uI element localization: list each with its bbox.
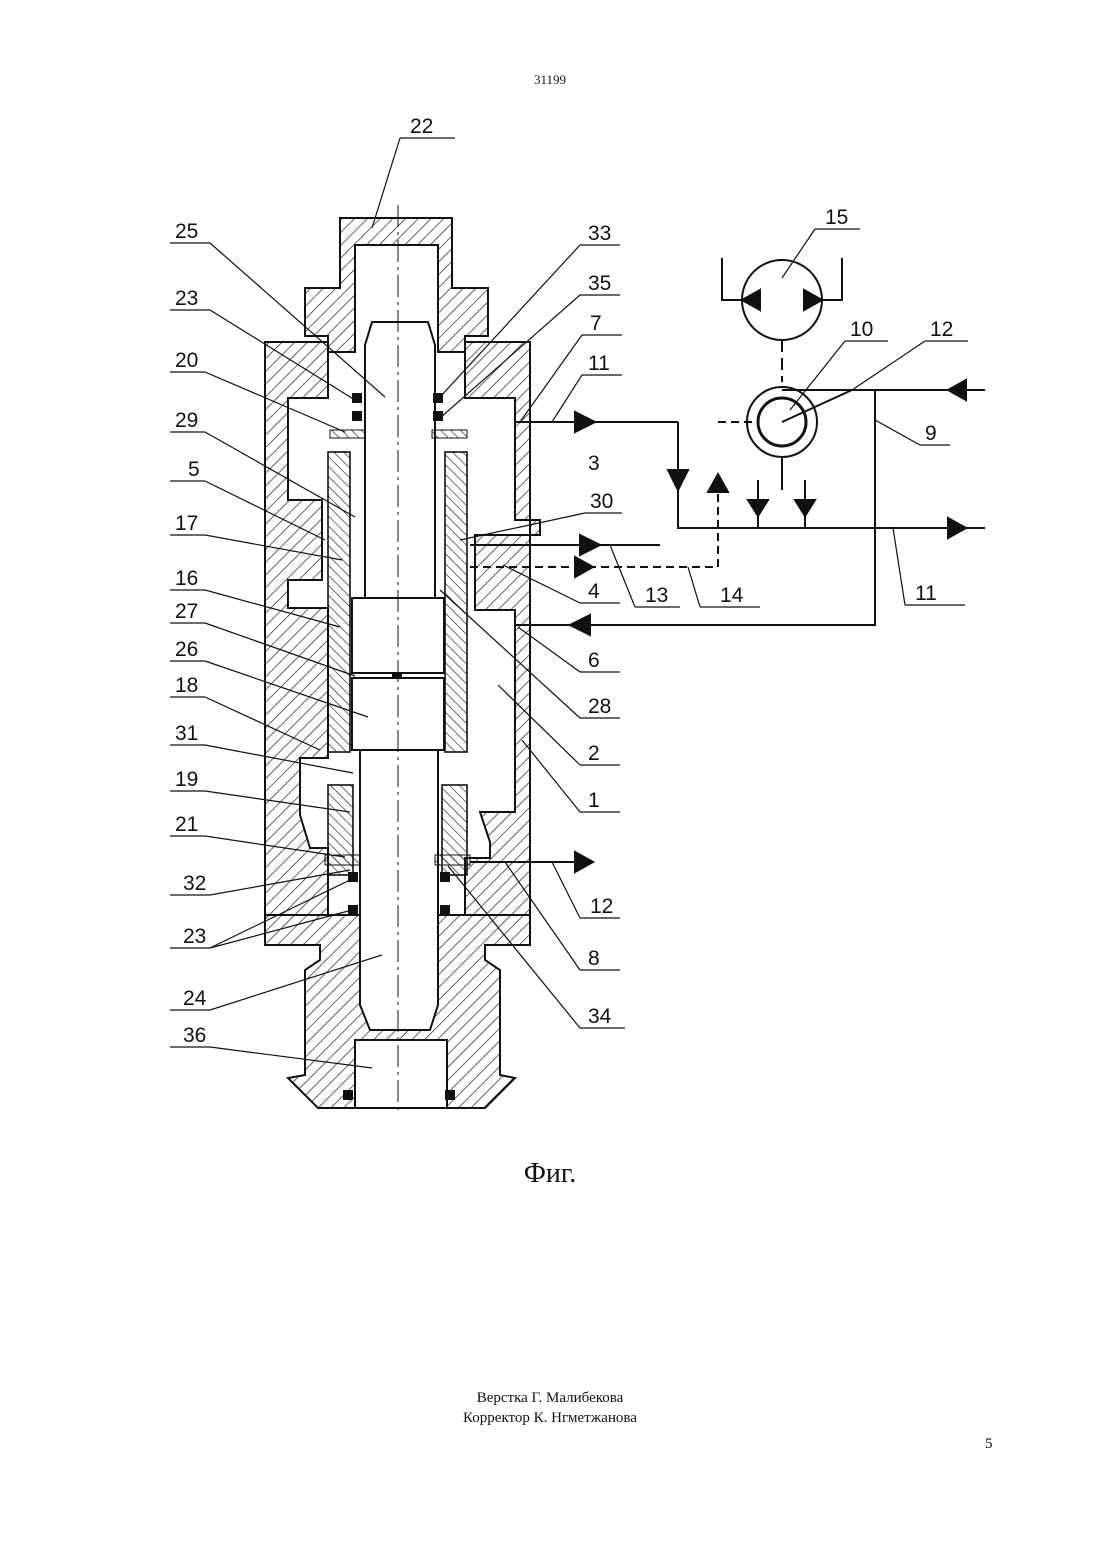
label-21: 21 (175, 813, 198, 836)
label-12-top: 12 (930, 318, 953, 341)
label-23-top: 23 (175, 287, 198, 310)
label-18: 18 (175, 674, 198, 697)
label-36: 36 (183, 1024, 206, 1047)
label-16: 16 (175, 567, 198, 590)
label-28: 28 (588, 695, 611, 718)
label-1: 1 (588, 789, 600, 812)
label-9: 9 (925, 422, 937, 445)
label-20: 20 (175, 349, 198, 372)
label-19: 19 (175, 768, 198, 791)
label-30: 30 (590, 490, 613, 513)
label-35: 35 (588, 272, 611, 295)
label-14: 14 (720, 584, 744, 607)
label-6: 6 (588, 649, 600, 672)
label-32: 32 (183, 872, 206, 895)
label-12-bottom: 12 (590, 895, 613, 918)
label-15: 15 (825, 206, 848, 229)
label-26: 26 (175, 638, 198, 661)
label-25: 25 (175, 220, 198, 243)
credits-block: Верстка Г. Малибекова Корректор К. Нгмет… (0, 1388, 1100, 1428)
layout-credit: Верстка Г. Малибекова (0, 1388, 1100, 1408)
label-5: 5 (188, 458, 200, 481)
technical-drawing: 22 25 33 35 7 11 23 20 29 5 17 16 27 26 … (0, 0, 1100, 1150)
proof-credit: Корректор К. Нгметжанова (0, 1408, 1100, 1428)
label-17: 17 (175, 512, 198, 535)
page-number: 5 (985, 1436, 993, 1453)
label-8: 8 (588, 947, 600, 970)
figure-caption: Фиг. (0, 1158, 1100, 1190)
label-23-bottom: 23 (183, 925, 206, 948)
label-13: 13 (645, 584, 668, 607)
label-33: 33 (588, 222, 611, 245)
label-34: 34 (588, 1005, 612, 1028)
housing-body (265, 205, 590, 1110)
label-2: 2 (588, 742, 600, 765)
label-24: 24 (183, 987, 207, 1010)
label-11-bottom: 11 (915, 582, 937, 605)
label-27: 27 (175, 600, 198, 623)
label-11-top: 11 (588, 352, 610, 375)
label-22: 22 (410, 115, 433, 138)
label-4: 4 (588, 580, 600, 603)
label-7: 7 (590, 312, 602, 335)
label-10: 10 (850, 318, 873, 341)
label-31: 31 (175, 722, 198, 745)
hydraulic-circuit (570, 258, 985, 872)
label-29: 29 (175, 409, 198, 432)
label-3: 3 (588, 452, 600, 475)
